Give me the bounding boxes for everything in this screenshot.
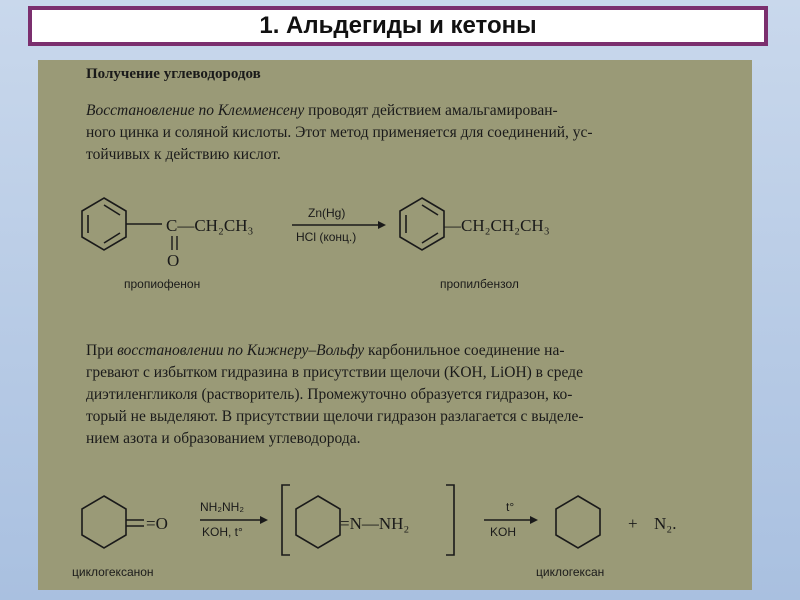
label-cyclohexane: циклогексан	[536, 565, 604, 579]
paragraph-clemmensen: Восстановление по Клемменсену проводят д…	[86, 100, 736, 166]
bracket-left	[281, 484, 290, 556]
reaction-scheme-clemmensen: C—CH₂CH₃ O Zn(Hg) HCl (конц.) —CH₂CH₂CH₃…	[81, 197, 550, 291]
label-propylbenzene: пропилбензол	[440, 277, 519, 291]
cyclohexane-ring-hydrazone	[295, 495, 341, 549]
cyclohexane-ring-product	[555, 495, 601, 549]
slide-title-box: 1. Альдегиды и кетоны	[28, 6, 768, 46]
cyclohexane-ring-ketone	[81, 495, 144, 549]
clemmensen-term: Восстановление по Клемменсену	[86, 102, 305, 119]
reagent-koh-t: KOH, t°	[202, 525, 243, 539]
reagent-hydrazine: NH₂NH₂	[200, 500, 244, 514]
bracket-right	[446, 484, 455, 556]
para2-line2: гревают с избытком гидразина в присутств…	[86, 364, 583, 381]
para2-line1: При восстановлении по Кижнеру–Вольфу кар…	[86, 340, 736, 362]
para2-line4: торый не выделяют. В присутствии щелочи …	[86, 408, 584, 425]
para1-line2: ного цинка и соляной кислоты. Этот метод…	[86, 124, 593, 141]
reagent-t: t°	[506, 500, 514, 514]
paragraph-kishner-wolff: При восстановлении по Кижнеру–Вольфу кар…	[86, 340, 736, 450]
benzene-ring-reactant	[81, 197, 162, 251]
hydrazone-group: =N—NH₂	[340, 514, 409, 533]
reagent-zn-hg: Zn(Hg)	[308, 206, 345, 220]
para1-line3: тойчивых к действию кислот.	[86, 146, 281, 163]
propiophenone-chain: C—CH₂CH₃	[166, 216, 253, 235]
content-panel: Получение углеводородов Восстановление п…	[38, 60, 752, 590]
label-cyclohexanone: циклогексанон	[72, 565, 154, 579]
para1-line1: Восстановление по Клемменсену проводят д…	[86, 100, 736, 122]
propylbenzene-chain: —CH₂CH₂CH₃	[443, 216, 550, 235]
ketone-oxygen: =O	[146, 514, 168, 533]
plus-sign: +	[628, 514, 638, 533]
kishner-wolff-term: восстановлении по Кижнеру–Вольфу	[117, 342, 365, 359]
para2-prefix: При	[86, 342, 118, 359]
benzene-ring-product	[399, 197, 445, 251]
para2-line3: диэтиленгликоля (растворитель). Промежут…	[86, 386, 573, 403]
para2-line1-text: карбонильное соединение на-	[364, 342, 565, 359]
nitrogen-byproduct: N₂.	[654, 514, 676, 533]
carbonyl-oxygen: O	[167, 251, 179, 270]
label-propiophenone: пропиофенон	[124, 277, 200, 291]
reaction-scheme-kishner: =O NH₂NH₂ KOH, t° =N—NH₂ t° KOH + N₂. ци…	[72, 484, 676, 579]
para1-line1-text: проводят действием амальгамирован-	[304, 102, 558, 119]
para2-line5: нием азота и образованием углеводорода.	[86, 430, 361, 447]
slide-title: 1. Альдегиды и кетоны	[259, 12, 537, 39]
reagent-koh: KOH	[490, 525, 516, 539]
reagent-hcl: HCl (конц.)	[296, 230, 356, 244]
section-heading: Получение углеводородов	[86, 66, 261, 82]
